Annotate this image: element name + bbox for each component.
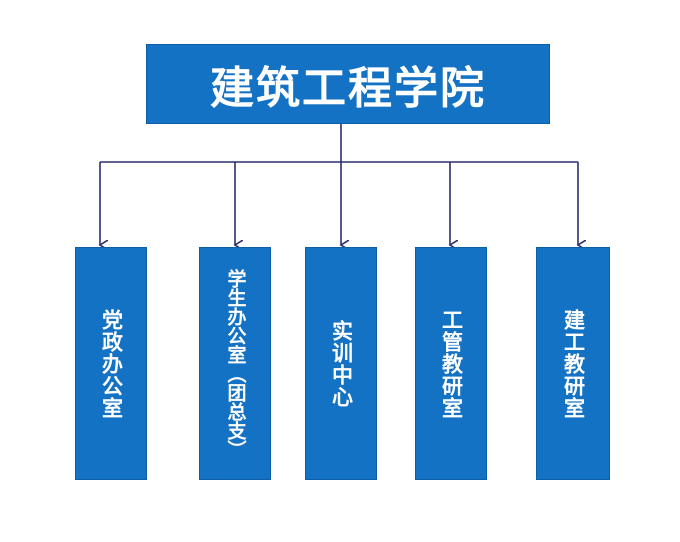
root-title: 建筑工程学院 [210, 63, 486, 114]
child-label-construction-teaching: 建工教研室 [561, 308, 586, 419]
child-node-management-teaching: 工管教研室 [415, 247, 487, 480]
child-label-student-office: 学生办公室（团总支） [224, 268, 247, 459]
child-node-student-office: 学生办公室（团总支） [199, 247, 271, 480]
child-label-party-office: 党政办公室 [99, 308, 124, 419]
child-node-construction-teaching: 建工教研室 [536, 247, 610, 480]
child-label-management-teaching: 工管教研室 [439, 308, 464, 419]
child-node-party-office: 党政办公室 [75, 247, 147, 480]
child-node-training-center: 实训中心 [305, 247, 377, 480]
root-node: 建筑工程学院 [146, 44, 550, 124]
child-label-training-center: 实训中心 [329, 319, 354, 408]
